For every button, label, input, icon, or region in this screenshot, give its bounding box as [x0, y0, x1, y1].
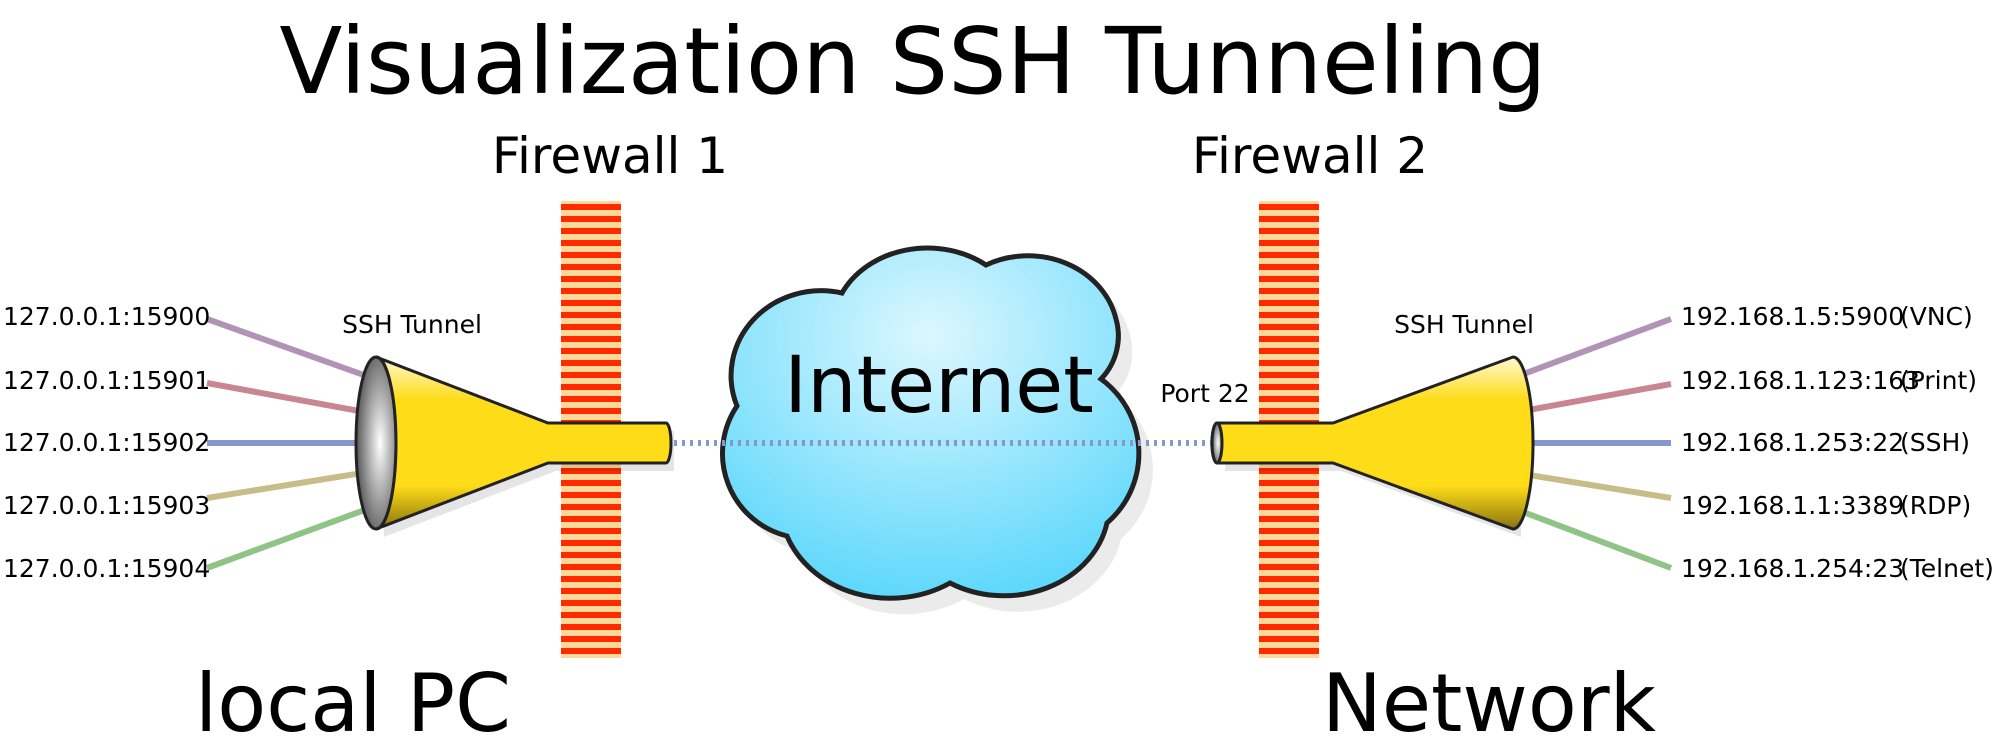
connection-line: [205, 316, 391, 387]
firewall-1-label: Firewall 1: [492, 127, 728, 185]
connection-line: [1516, 316, 1673, 379]
diagram-title: Visualization SSH Tunneling: [279, 8, 1546, 115]
target-address: 192.168.1.254:23: [1681, 554, 1904, 583]
network-label: Network: [1322, 657, 1657, 750]
connection-line: [1516, 507, 1673, 571]
firewall-2-label: Firewall 2: [1192, 127, 1428, 185]
connection-line: [1522, 471, 1672, 501]
connection-line: [1522, 381, 1672, 414]
local-address: 127.0.0.1:15901: [3, 366, 210, 395]
target-address: 192.168.1.1:3389: [1681, 491, 1904, 520]
local-address: 127.0.0.1:15902: [3, 428, 210, 457]
local-address: 127.0.0.1:15904: [3, 554, 210, 583]
target-service: (RDP): [1900, 491, 1971, 520]
local-pc-label: local PC: [195, 657, 511, 750]
local-address: 127.0.0.1:15900: [3, 302, 210, 331]
target-service: (Telnet): [1900, 554, 1994, 583]
internet-cloud: [720, 245, 1153, 615]
port-22-label: Port 22: [1160, 379, 1249, 408]
network-connections: [1516, 316, 1673, 571]
network-target-list: 192.168.1.5:5900 (VNC) 192.168.1.123:163…: [1681, 302, 1994, 583]
target-address: 192.168.1.5:5900: [1681, 302, 1904, 331]
local-address-list: 127.0.0.1:15900 127.0.0.1:15901 127.0.0.…: [3, 302, 210, 583]
internet-label: Internet: [784, 341, 1094, 431]
target-service: (VNC): [1900, 302, 1973, 331]
target-address: 192.168.1.253:22: [1681, 428, 1904, 457]
local-address: 127.0.0.1:15903: [3, 491, 210, 520]
target-address: 192.168.1.123:163: [1681, 366, 1920, 395]
target-service: (SSH): [1900, 428, 1970, 457]
ssh-tunnel-right: [1210, 355, 1535, 537]
ssh-tunnel-left: [354, 355, 674, 537]
connection-line: [205, 498, 391, 571]
ssh-tunnel-right-label: SSH Tunnel: [1394, 310, 1534, 339]
target-service: (Print): [1900, 366, 1977, 395]
ssh-tunnel-left-label: SSH Tunnel: [342, 310, 482, 339]
